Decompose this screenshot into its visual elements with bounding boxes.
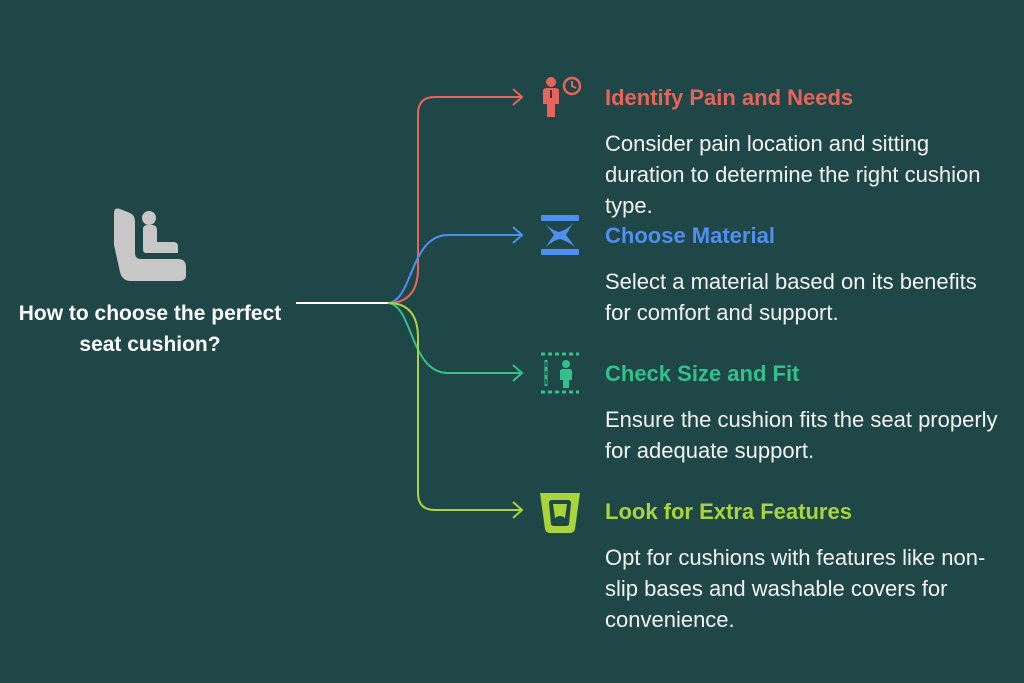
branch-title-extra-features: Look for Extra Features — [605, 499, 852, 524]
size-measure-icon — [541, 352, 579, 394]
branch-title-identify-pain: Identify Pain and Needs — [605, 85, 854, 110]
material-layers-icon — [541, 215, 579, 255]
connector-choose-material — [387, 226, 524, 304]
branch-title-choose-material: Choose Material — [605, 223, 775, 248]
root-question-label: How to choose the perfect seat cushion? — [18, 302, 282, 356]
branch-desc-check-size: Ensure the cushion fits the seat properl… — [605, 407, 998, 463]
car-seat-person-icon — [114, 208, 186, 281]
person-clock-icon — [543, 76, 582, 117]
cushion-features-icon — [540, 493, 580, 533]
connector-extra-features — [387, 302, 524, 519]
branch-desc-identify-pain: Consider pain location and sitting durat… — [605, 131, 981, 218]
branch-desc-extra-features: Opt for cushions with features like non-… — [605, 545, 986, 632]
connector-identify-pain — [387, 88, 524, 304]
connector-check-size — [387, 302, 524, 382]
branch-desc-choose-material: Select a material based on its benefits … — [605, 269, 977, 325]
branch-title-check-size: Check Size and Fit — [605, 361, 800, 386]
